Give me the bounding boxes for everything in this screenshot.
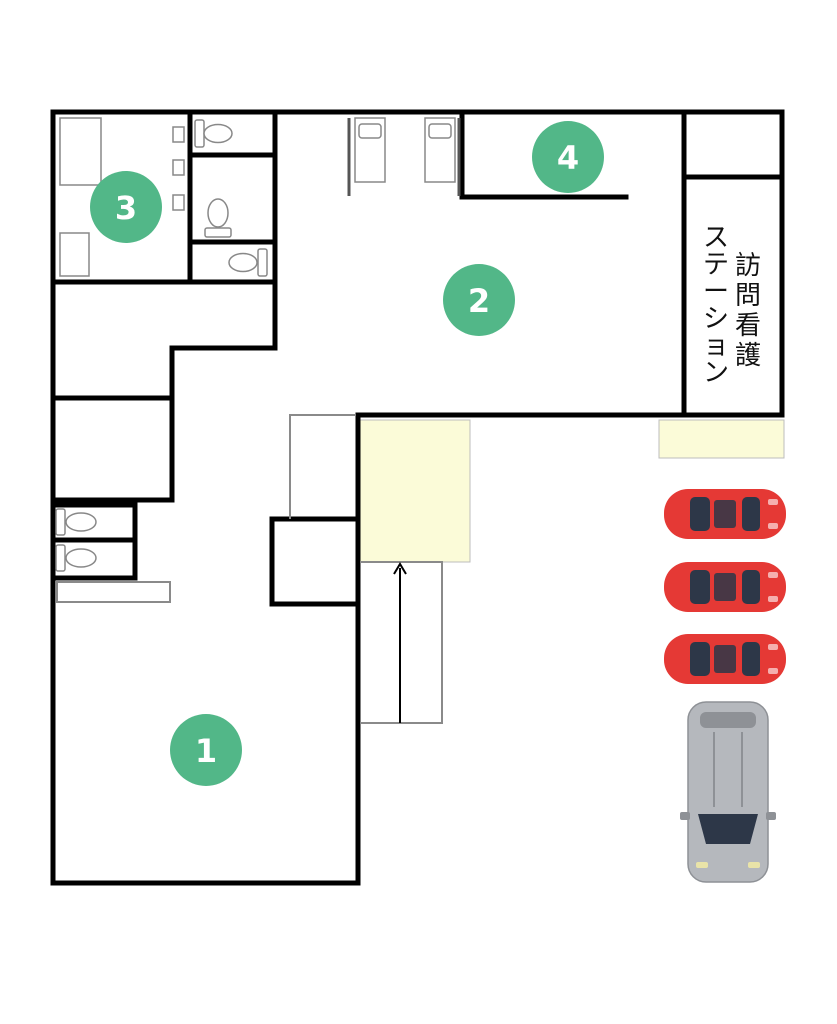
room-label-2: 2 xyxy=(468,282,490,320)
bed-icon xyxy=(347,117,386,196)
room-marker-1: 1 xyxy=(170,714,242,786)
outer-walls xyxy=(50,109,785,886)
room3-fixtures xyxy=(59,117,185,277)
station-label-station: ステーション xyxy=(703,223,729,388)
room-label-1: 1 xyxy=(195,732,217,770)
toilet-icon xyxy=(204,198,232,238)
interior-walls xyxy=(50,109,785,607)
arrow-up-icon xyxy=(393,562,407,723)
car-icon xyxy=(664,634,786,684)
room-label-4: 4 xyxy=(557,139,579,177)
toilet-icon xyxy=(55,508,97,536)
bed-icon xyxy=(424,117,461,196)
room-marker-2: 2 xyxy=(443,264,515,336)
van-icon xyxy=(680,701,776,883)
entrance-zone xyxy=(357,419,471,563)
room-marker-4: 4 xyxy=(532,121,604,193)
room-label-3: 3 xyxy=(115,189,137,227)
parking-entrance-zone xyxy=(658,419,785,459)
car-icon xyxy=(664,489,786,539)
toilet-icon xyxy=(228,248,268,277)
room-marker-3: 3 xyxy=(90,171,162,243)
toilet-icon xyxy=(194,119,233,148)
toilet-icon xyxy=(55,544,97,572)
car-icon xyxy=(664,562,786,612)
station-label-visiting-nursing: 訪問看護 xyxy=(735,251,761,371)
